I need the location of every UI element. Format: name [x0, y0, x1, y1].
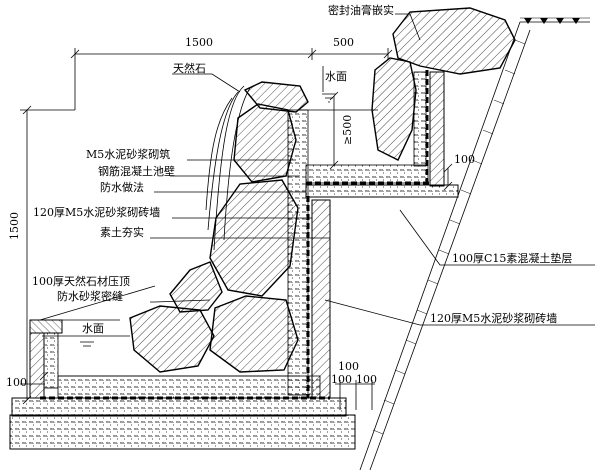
dim-1500-horizontal: 1500	[185, 36, 213, 49]
foundation	[9, 396, 356, 450]
label-water-surface-top: 水面	[325, 70, 347, 83]
label-sealant: 密封油膏嵌实	[328, 3, 394, 17]
leader-lines	[39, 13, 595, 326]
label-waterproof-mortar-joint: 防水砂浆密缝	[57, 289, 123, 303]
dim-100-right-a: 100	[338, 360, 359, 373]
dim-100-right-b: 100	[331, 373, 352, 386]
dim-1500-vertical: 1500	[8, 212, 21, 240]
label-brick-wall-120: 120厚M5水泥砂浆砌砖墙	[33, 205, 160, 219]
dim-500-horizontal: 500	[333, 36, 354, 49]
ground-slope	[359, 17, 590, 471]
upper-pool	[305, 70, 445, 187]
water-surfaces	[42, 93, 378, 347]
label-stone-coping-100: 100厚天然石材压顶	[32, 274, 130, 288]
label-rc-pool-wall: 钢筋混凝土池壁	[98, 164, 175, 178]
annotation-labels: 密封油膏嵌实 天然石 水面 M5水泥砂浆砌筑 钢筋混凝土池壁 防水做法 120厚…	[32, 3, 572, 335]
dim-500-vertical: ≥500	[341, 115, 354, 145]
dimension-lines	[20, 48, 453, 410]
label-compacted-soil: 素土夯实	[100, 225, 144, 239]
dim-100-right-c: 100	[356, 373, 377, 386]
dim-100-upper: 100	[454, 153, 475, 166]
label-waterproofing: 防水做法	[100, 180, 144, 194]
dimension-texts: 1500 500 ≥500 1500 100 100 100 100 100	[6, 36, 475, 389]
label-water-surface-bottom: 水面	[82, 322, 104, 335]
label-natural-stone: 天然石	[173, 61, 206, 75]
label-brick-wall-120-right: 120厚M5水泥砂浆砌砖墙	[430, 311, 557, 325]
label-c15-cushion: 100厚C15素混凝土垫层	[452, 251, 572, 265]
dim-100-left: 100	[6, 376, 27, 389]
label-m5-mortar-masonry: M5水泥砂浆砌筑	[86, 147, 170, 161]
